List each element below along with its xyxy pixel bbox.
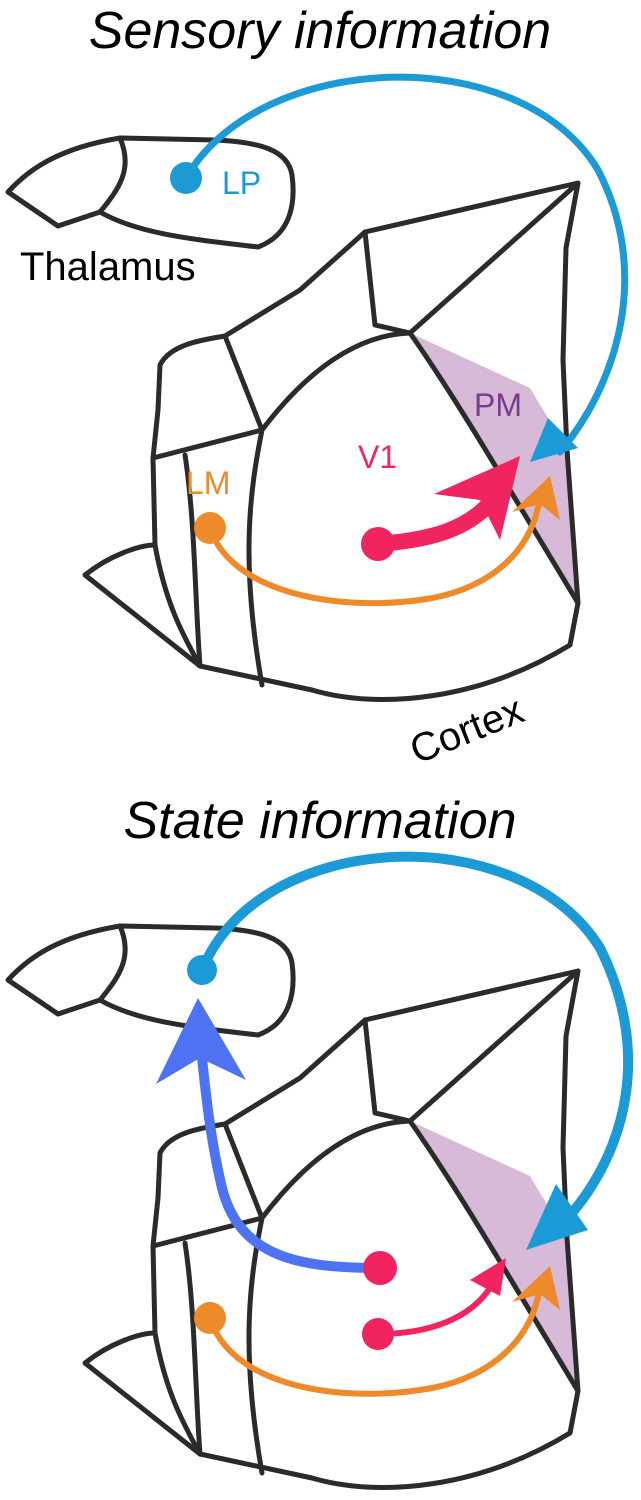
lp-label: LP [222,165,261,201]
state-v1-to-pm-arrow [362,1258,506,1350]
panel-sensory: Sensory information Thalamus Cortex LP P… [8,2,629,773]
cortex-label: Cortex [404,688,530,773]
v1-label: V1 [358,439,397,475]
panel-title-state: State information [123,792,516,850]
state-v1-to-lp-arrow [156,998,397,1285]
pm-label: PM [474,387,522,423]
lp-to-pm-arrow [170,73,629,462]
v1-to-pm-arrow [361,456,520,561]
panel-state: State information [8,792,634,1488]
brain-outline-state [8,851,634,1488]
lm-label: LM [186,465,230,501]
lm-to-pm-arrow [194,476,560,607]
state-lp-to-pm-arrow [187,851,634,1250]
state-lm-to-pm-arrow [194,1266,560,1397]
panel-title-sensory: Sensory information [89,2,551,60]
thalamus-label: Thalamus [20,245,196,289]
